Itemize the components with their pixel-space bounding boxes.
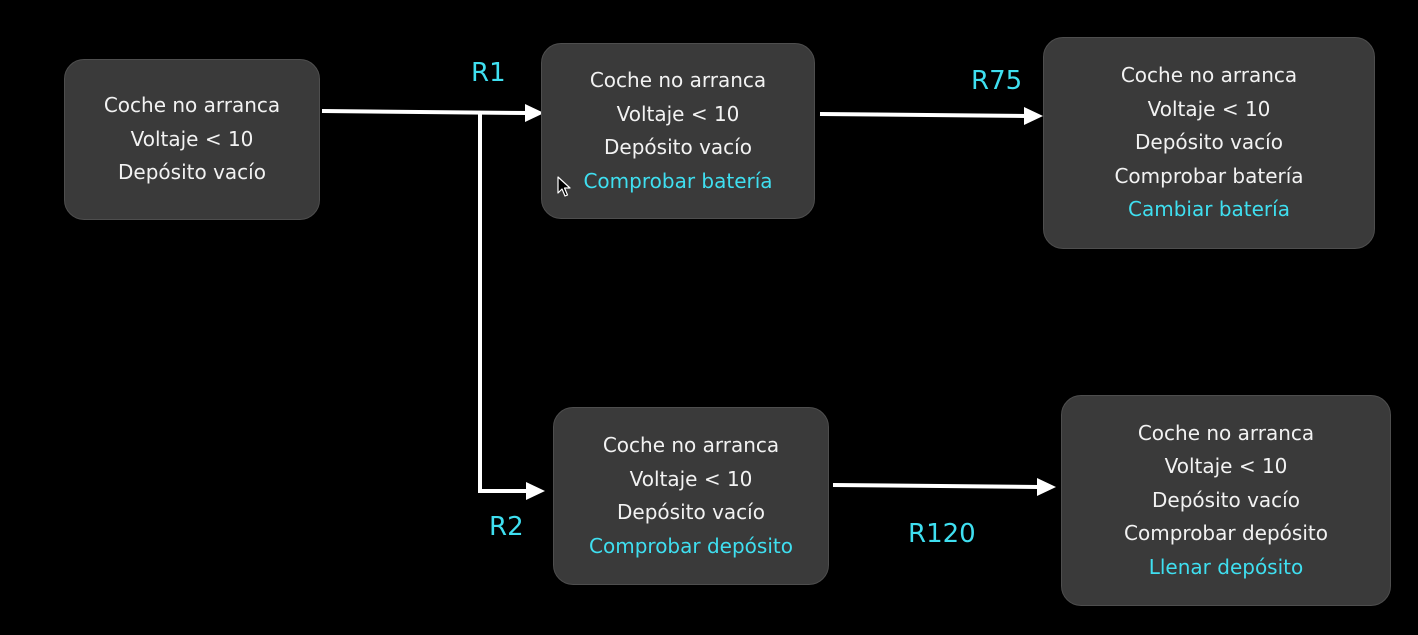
node-r2-line-1: Coche no arranca (602, 433, 780, 457)
node-start-line-1: Coche no arranca (103, 93, 281, 118)
node-r75-result: Coche no arranca Voltaje < 10 Depósito v… (1043, 37, 1375, 249)
node-r75-line-3: Depósito vacío (1135, 130, 1283, 155)
node-r120-line-4: Comprobar depósito (1124, 521, 1328, 546)
edge-start-to-r1 (321, 109, 528, 115)
node-start-line-2: Voltaje < 10 (130, 126, 254, 151)
node-r1-line-3: Depósito vacío (604, 135, 752, 159)
node-r120-result: Coche no arranca Voltaje < 10 Depósito v… (1061, 395, 1391, 606)
edge-r1-to-r75 (819, 112, 1027, 118)
node-r1-line-1: Coche no arranca (589, 68, 767, 92)
mouse-pointer-icon (557, 176, 571, 197)
node-r120-line-1: Coche no arranca (1137, 420, 1315, 445)
node-r75-line-2: Voltaje < 10 (1147, 96, 1271, 121)
rule-label-r2: R2 (489, 512, 524, 542)
node-r120-new-fact: Llenar depósito (1148, 554, 1304, 579)
node-r75-line-4: Comprobar batería (1114, 163, 1304, 188)
rule-label-r120: R120 (908, 519, 976, 549)
node-r120-line-3: Depósito vacío (1152, 487, 1300, 512)
rule-label-r1: R1 (471, 58, 506, 88)
node-r2-new-fact: Comprobar depósito (589, 533, 793, 558)
node-r120-line-2: Voltaje < 10 (1164, 454, 1288, 479)
node-r1-line-2: Voltaje < 10 (616, 101, 740, 126)
rule-label-r75: R75 (971, 66, 1023, 96)
node-start-line-3: Depósito vacío (118, 160, 266, 185)
arrowhead-r2 (526, 482, 545, 500)
arrowhead-r75 (1024, 107, 1043, 125)
arrowhead-r1 (525, 104, 544, 122)
edge-r2-to-r120 (832, 483, 1039, 489)
node-r75-line-1: Coche no arranca (1120, 63, 1298, 88)
node-r2-result: Coche no arranca Voltaje < 10 Depósito v… (553, 407, 829, 585)
node-r75-new-fact: Cambiar batería (1128, 197, 1290, 222)
node-r2-line-3: Depósito vacío (617, 500, 765, 524)
arrowhead-r120 (1037, 478, 1056, 496)
node-r1-new-fact: Comprobar batería (583, 168, 773, 193)
node-r1-result: Coche no arranca Voltaje < 10 Depósito v… (541, 43, 815, 219)
node-start: Coche no arranca Voltaje < 10 Depósito v… (64, 59, 320, 220)
node-r2-line-2: Voltaje < 10 (629, 466, 753, 491)
edge-start-to-r2 (478, 113, 527, 493)
